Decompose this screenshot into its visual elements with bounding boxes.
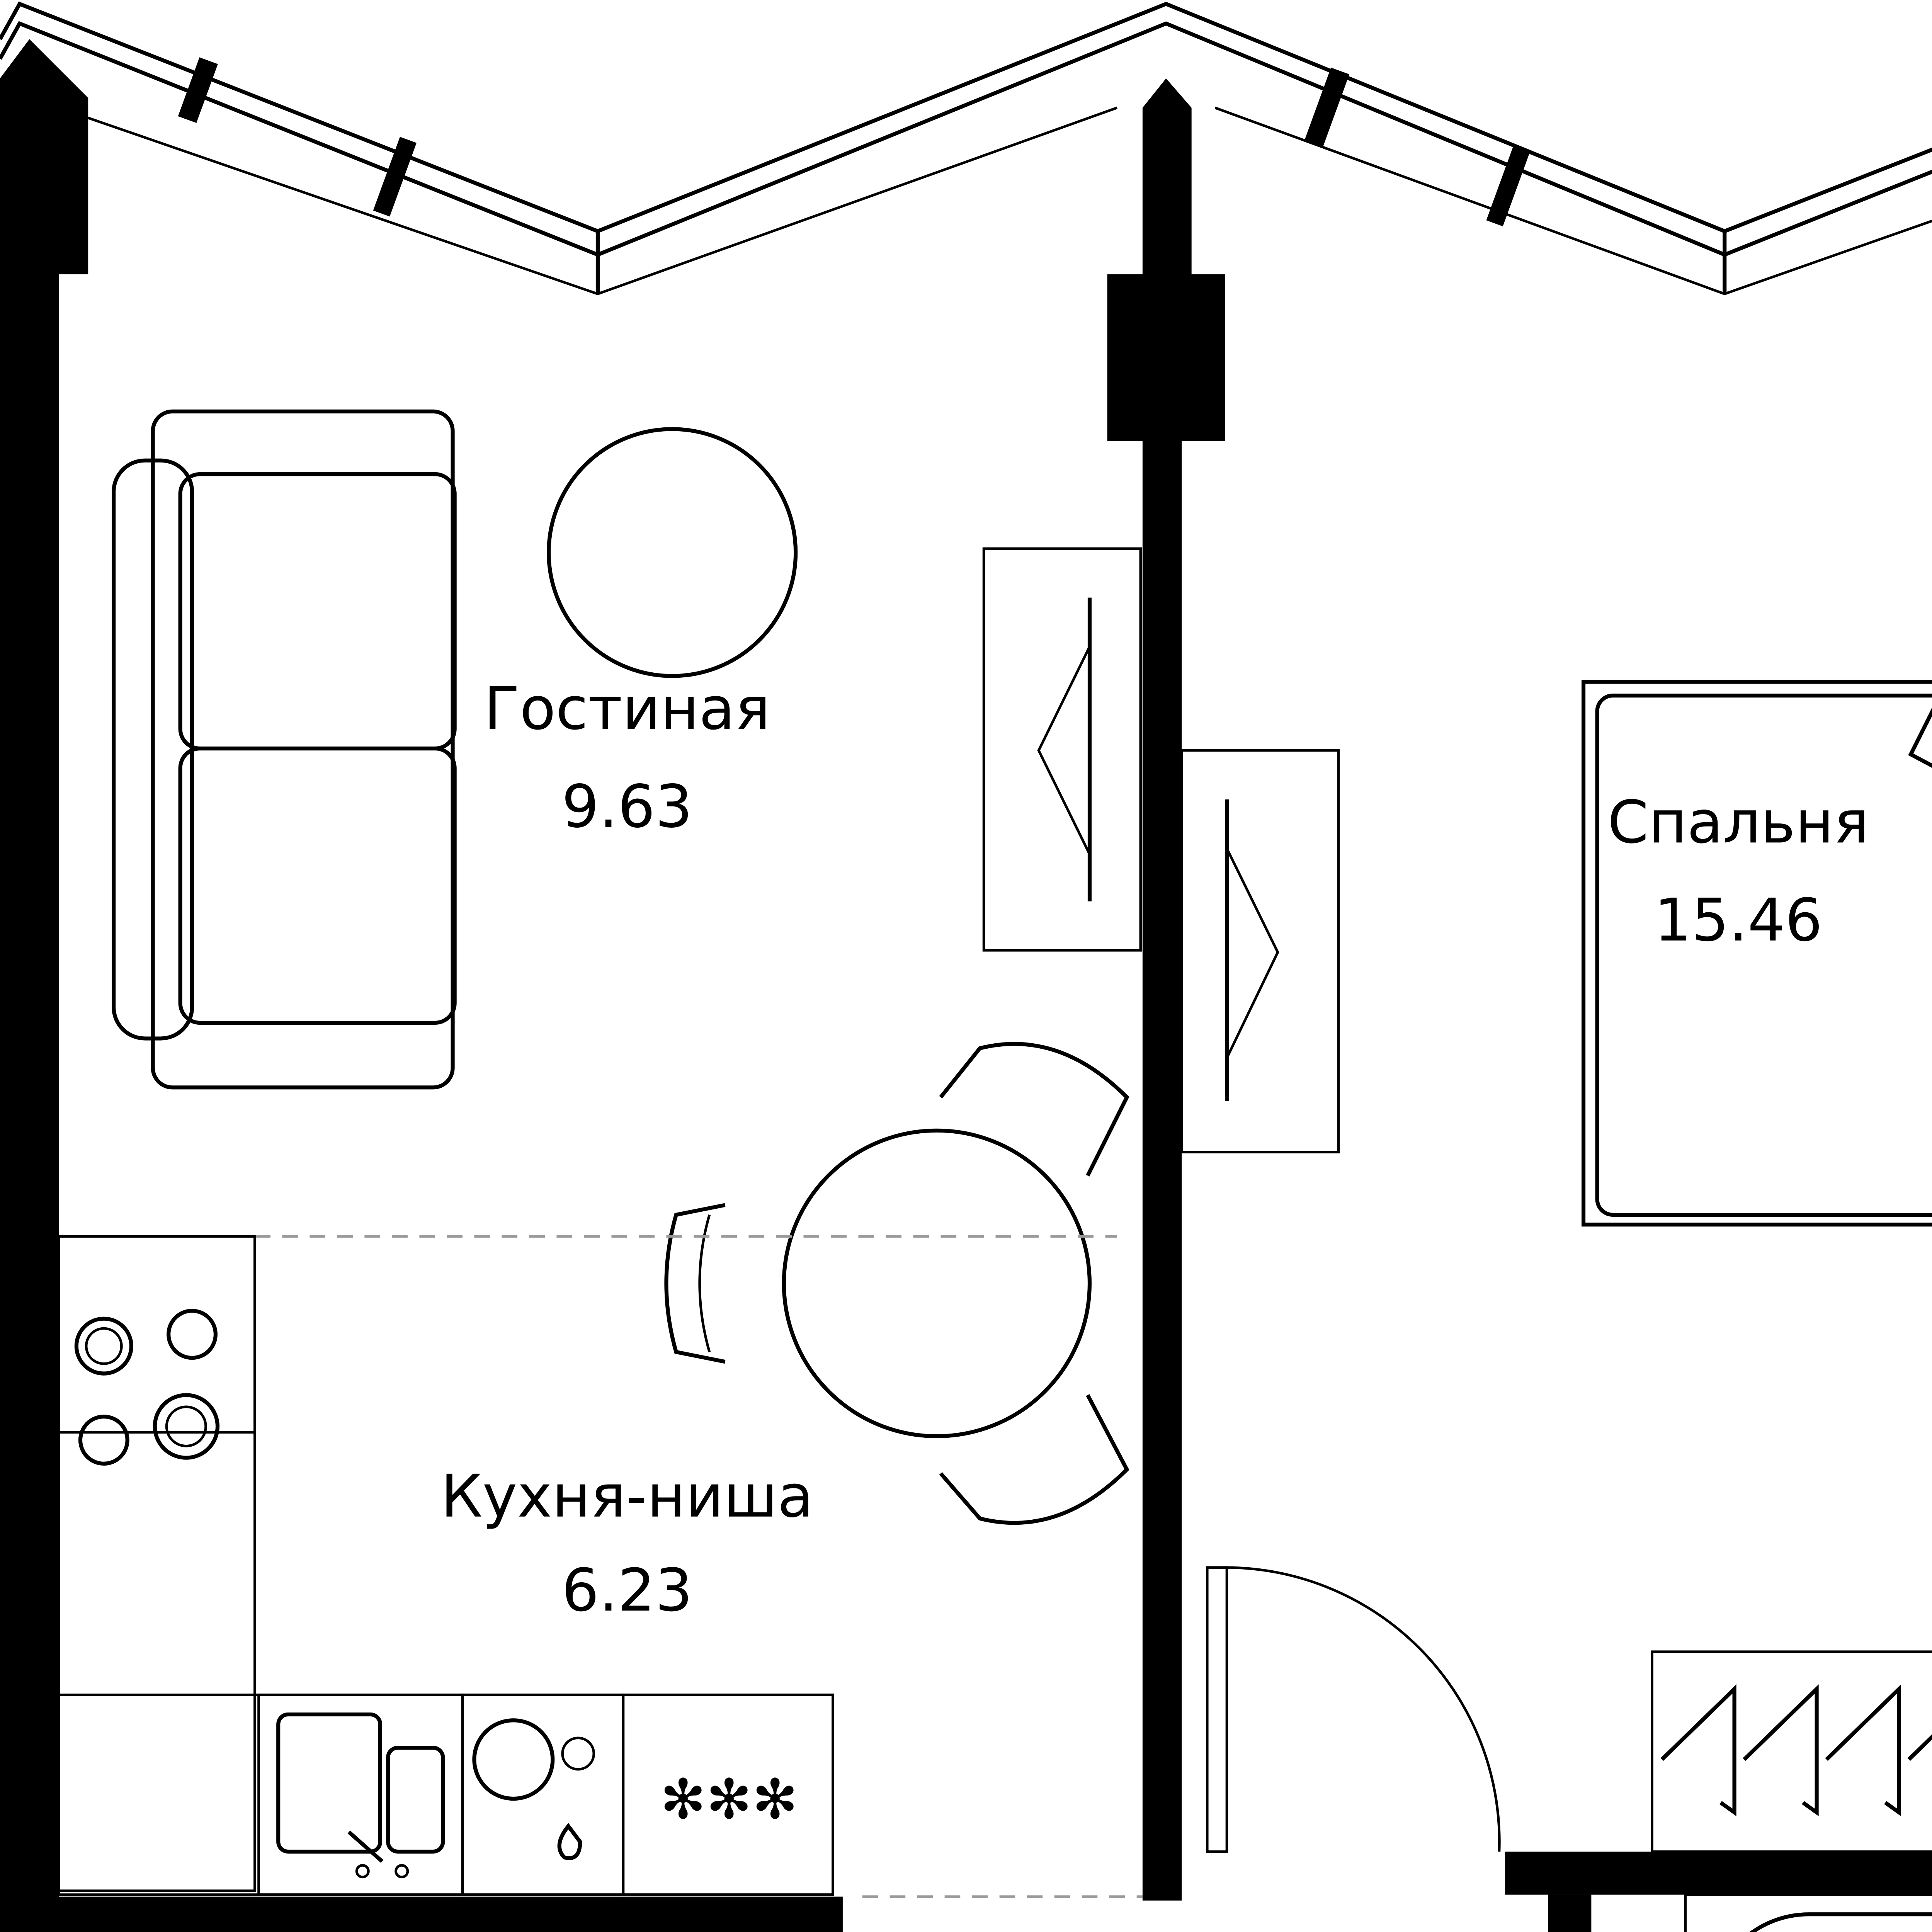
radiator-bedroom-icon — [1180, 749, 1340, 1153]
bedroom-door-icon[interactable] — [1206, 1566, 1501, 1853]
room-area: 15.46 — [1654, 886, 1823, 954]
room-area: 9.63 — [562, 772, 693, 841]
kitchen-counter — [57, 1693, 834, 1896]
kitchen-sink-icon — [276, 1712, 445, 1879]
dishwasher-icon — [472, 1718, 595, 1860]
sofa-icon — [112, 409, 457, 1090]
radiator-living-icon — [982, 547, 1142, 952]
bed-icon — [1581, 680, 1932, 1227]
dining-table-icon — [664, 1042, 1129, 1525]
fridge-icon: ✻✻✻ — [660, 1768, 798, 1832]
room-label-living: Гостиная 9.63 — [484, 674, 770, 841]
room-area: 6.23 — [562, 1556, 693, 1624]
coffee-table-icon — [547, 427, 798, 678]
kitchen-stove-icon — [57, 1235, 256, 1466]
bedroom-wardrobe-hangers-icon — [1651, 1650, 1932, 1853]
walls — [0, 39, 1932, 1932]
room-name: Гостиная — [484, 674, 770, 743]
bathtub-icon — [1684, 1893, 1932, 1932]
room-label-kitchen: Кухня-ниша 6.23 — [441, 1462, 814, 1624]
room-name: Спальня — [1607, 788, 1869, 856]
facade-glazing — [0, 1, 1932, 296]
room-name: Кухня-ниша — [441, 1462, 814, 1531]
room-label-bedroom: Спальня 15.46 — [1607, 788, 1869, 954]
